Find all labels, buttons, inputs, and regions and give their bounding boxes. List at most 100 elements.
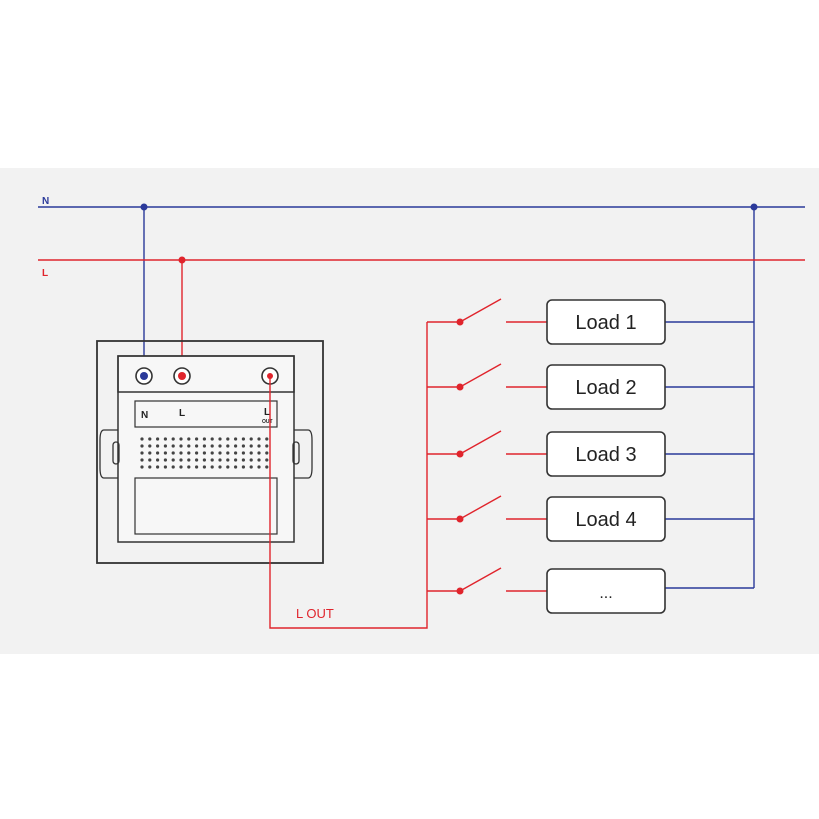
load-label: ...: [599, 585, 612, 602]
vent-hole: [226, 458, 230, 462]
load-branches: Load 1 Load 2 Load 3 Load 4...: [456, 298, 666, 614]
load-box: [546, 299, 666, 345]
vent-hole: [226, 444, 230, 448]
vent-hole: [218, 465, 222, 469]
load-branch: Load 1: [456, 298, 666, 345]
terminal-lout-sublabel: OUT: [262, 419, 273, 425]
vent-hole: [148, 458, 152, 462]
vent-hole: [234, 465, 238, 469]
device-inner-housing: [117, 355, 295, 543]
vent-hole: [202, 437, 206, 441]
vent-hole: [226, 437, 230, 441]
load-label: Load 3: [575, 444, 636, 466]
vent-hole: [249, 451, 253, 455]
vent-hole: [241, 437, 245, 441]
load-label: Load 2: [575, 377, 636, 399]
live-junction-dot: [178, 256, 186, 264]
switch-blade: [459, 363, 502, 388]
load-branch: Load 2: [456, 363, 666, 410]
neutral-line: [38, 206, 805, 589]
vent-hole: [210, 458, 214, 462]
vent-hole: [210, 451, 214, 455]
vent-hole: [179, 444, 183, 448]
switch-blade: [459, 567, 502, 592]
vent-hole: [163, 465, 167, 469]
terminal-l-label: L: [179, 408, 185, 419]
vent-hole: [241, 444, 245, 448]
vent-hole: [265, 444, 269, 448]
vent-hole: [218, 458, 222, 462]
vent-hole: [148, 465, 152, 469]
vent-hole: [140, 451, 144, 455]
vent-hole: [195, 437, 199, 441]
vent-hole: [218, 444, 222, 448]
vent-hole: [241, 465, 245, 469]
vent-hole: [265, 465, 269, 469]
terminal-lout-label: L: [264, 407, 270, 418]
vent-hole: [265, 458, 269, 462]
vent-hole: [156, 444, 160, 448]
vent-hole: [187, 465, 191, 469]
vent-hole: [210, 444, 214, 448]
neutral-junction-dot: [140, 203, 148, 211]
vent-hole: [202, 451, 206, 455]
live-line-label: L: [42, 268, 48, 279]
vent-hole: [179, 465, 183, 469]
vent-hole: [265, 451, 269, 455]
vent-hole: [163, 451, 167, 455]
load-branch: Load 3: [456, 430, 666, 477]
switch-blade: [459, 430, 502, 455]
right-mount-slot: [292, 441, 300, 465]
l-out-wire: [269, 321, 460, 629]
vent-hole: [156, 458, 160, 462]
terminal-label-strip: [134, 400, 278, 428]
vent-hole: [265, 437, 269, 441]
vent-hole: [218, 451, 222, 455]
switch-blade: [459, 495, 502, 520]
load-box: [546, 496, 666, 542]
load-label: Load 4: [575, 509, 636, 531]
device-outer-frame: [96, 340, 324, 564]
vent-hole: [234, 444, 238, 448]
vent-hole: [195, 465, 199, 469]
terminal-l: [173, 367, 191, 385]
load-box: [546, 431, 666, 477]
vent-hole: [202, 458, 206, 462]
vent-hole: [140, 444, 144, 448]
left-mount-slot: [112, 441, 120, 465]
vent-hole: [210, 465, 214, 469]
vent-hole: [187, 444, 191, 448]
terminal-block: [117, 355, 295, 393]
load-box: [546, 364, 666, 410]
vent-hole: [148, 451, 152, 455]
load-box: [546, 568, 666, 614]
vent-hole: [202, 444, 206, 448]
vent-hole: [257, 444, 261, 448]
vent-hole: [179, 437, 183, 441]
load-branch: ...: [456, 567, 666, 614]
switch-device: [96, 340, 324, 564]
vent-hole: [163, 458, 167, 462]
vent-hole: [218, 437, 222, 441]
right-mount-bracket: [294, 429, 313, 479]
vent-hole: [257, 458, 261, 462]
vent-hole: [148, 437, 152, 441]
l-out-label: L OUT: [296, 606, 334, 621]
vent-hole: [171, 444, 175, 448]
load-label: Load 1: [575, 312, 636, 334]
vent-hole: [179, 458, 183, 462]
vent-hole: [195, 458, 199, 462]
vent-hole: [140, 458, 144, 462]
left-mount-bracket: [99, 429, 118, 479]
vent-hole: [171, 451, 175, 455]
load-branch: Load 4: [456, 495, 666, 542]
vent-hole: [171, 437, 175, 441]
vent-hole: [171, 458, 175, 462]
vent-hole: [187, 451, 191, 455]
vent-hole: [140, 465, 144, 469]
vent-hole: [249, 437, 253, 441]
vent-hole: [249, 444, 253, 448]
vent-hole: [156, 437, 160, 441]
vent-hole: [234, 458, 238, 462]
